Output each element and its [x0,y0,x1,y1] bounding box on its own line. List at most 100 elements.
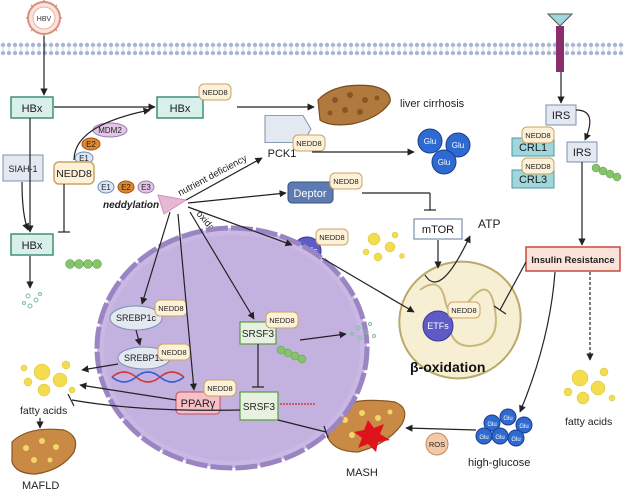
nedd8-tag-etfs [315,228,349,246]
svg-text:NEDD8: NEDD8 [158,304,183,313]
svg-text:Glu: Glu [495,435,504,441]
svg-text:E2: E2 [86,140,96,149]
ubiquitin-chain-hbx [65,259,102,269]
lipid-droplets-middle [362,231,405,262]
ppar-label: PPARγ [181,398,216,410]
e3-ellipse [137,180,155,194]
siah1-label: SIAH-1 [8,164,37,174]
ubiquitin-chain-srsf3 [276,345,307,364]
svg-text:NEDD8: NEDD8 [207,384,232,393]
srsf3-b-label: SRSF3 [243,402,276,413]
svg-text:NEDD8: NEDD8 [319,233,344,242]
e1-ellipse [97,180,115,194]
neddylation-label: neddylation [103,200,159,211]
fatty-acids-left-label: fatty acids [20,405,67,417]
lipid-droplets-left [20,360,76,397]
svg-text:NEDD8: NEDD8 [296,139,321,148]
hbx-box-mid [156,96,204,119]
fatty-acids-right-label: fatty acids [565,416,612,428]
degraded-fragments-mid-icon [350,322,376,341]
hbx-low-label: HBx [22,240,43,252]
nutrient-deficiency-label: nutrient deficiency [176,153,249,199]
cirrhotic-liver-icon [317,84,391,126]
svg-text:Glu: Glu [511,437,520,443]
svg-text:Glu: Glu [479,435,488,441]
mdm2-label: MDM2 [98,126,122,135]
glucose-cluster-top: Glu Glu Glu [417,128,471,175]
pathway-arrows [21,36,591,439]
svg-text:E3: E3 [141,183,151,192]
beta-oxidation-label: β-oxidation [410,359,485,375]
nedd8-tag-mito [447,301,481,319]
irs-top-label: IRS [552,110,570,122]
svg-text:NEDD8: NEDD8 [202,88,227,97]
nedd8-main-box [53,161,95,185]
hbx-box-low [10,233,54,256]
ros-label: ROS [429,440,445,449]
e2-ellipse [117,180,135,194]
neddylation-arrow [157,194,188,215]
hbv-label: HBV [37,16,52,23]
svg-text:Glu: Glu [519,424,528,430]
siah1-box [2,154,44,182]
hbx-top-label: HBx [22,103,43,115]
nedd8-main-label: NEDD8 [56,168,92,180]
nedd8-tag-deptor [329,172,363,190]
mafld-liver-icon [11,428,77,475]
high-glucose-label: high-glucose [468,457,530,469]
e2-stack-ellipse [81,137,101,151]
crl1-label: CRL1 [519,142,547,154]
etfs-circle-mito [422,310,454,342]
irs-box-top [545,104,577,126]
insulin-receptor-icon [546,13,574,72]
mash-label: MASH [346,467,378,479]
insulin-resistance-box [525,246,621,272]
degraded-fragments-left-icon [22,292,42,309]
svg-text:NEDD8: NEDD8 [269,316,294,325]
nedd8-tag-srsf3 [265,311,299,329]
ppar-box [175,391,221,415]
nedd8-tag-ppar [203,379,237,397]
svg-text:Glu: Glu [438,158,450,167]
mtor-label: mTOR [422,224,454,236]
svg-text:E1: E1 [101,183,111,192]
nedd8-tag-hbx [198,83,232,101]
srsf3-box-b [239,391,279,421]
lipid-droplets-right [563,367,616,405]
irs-mid-label: IRS [573,147,591,159]
deptor-label: Deptor [293,188,326,200]
atp-label: ATP [478,217,500,231]
svg-text:NEDD8: NEDD8 [451,306,476,315]
svg-text:NEDD8: NEDD8 [525,131,550,140]
svg-text:E1: E1 [79,154,89,163]
srebp1c-a-label: SREBP1c [116,313,157,323]
svg-text:Glu: Glu [424,137,436,146]
svg-text:E2: E2 [121,183,131,192]
srebp1c-b-label: SREBP1c [124,353,165,363]
hbx-box-top [10,96,54,119]
pck1-label: PCK1 [268,148,297,160]
mtor-box [413,218,463,240]
svg-text:NEDD8: NEDD8 [333,177,358,186]
svg-text:Glu: Glu [487,422,496,428]
hbx-mid-label: HBx [170,103,191,115]
svg-text:NEDD8: NEDD8 [525,162,550,171]
ros-circle [425,432,449,456]
liver-cirrhosis-label: liver cirrhosis [400,98,465,110]
insulin-resistance-label: Insulin Resistance [531,255,614,266]
cell-membrane [0,41,624,56]
ubiquitin-chain-irs [591,163,622,182]
crl3-label: CRL3 [519,174,547,186]
svg-text:Glu: Glu [452,141,464,150]
nedd8-tag-crl1 [521,126,555,144]
svg-text:NEDD8: NEDD8 [161,348,186,357]
etfs-mito-label: ETFs [427,321,449,331]
deptor-box [287,181,334,204]
srsf3-a-label: SRSF3 [242,329,275,340]
glucose-cluster-bottom: Glu Glu Glu Glu Glu Glu [475,408,533,447]
mafld-label: MAFLD [22,480,59,492]
nedd8-tag-crl3 [521,157,555,175]
hbv-virus-icon: HBV [26,0,62,36]
svg-text:Glu: Glu [503,416,512,422]
